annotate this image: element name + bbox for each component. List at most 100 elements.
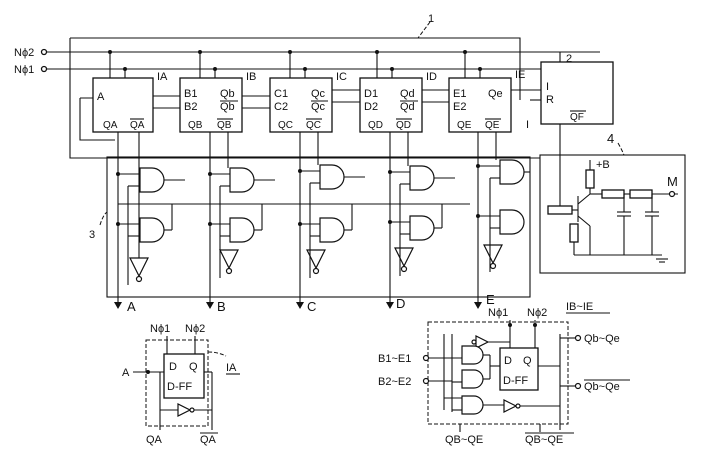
ff1a-id-label: IA — [157, 71, 168, 83]
detail-ib-phi2: Nϕ2 — [527, 307, 547, 319]
ff1b-qbar-label: QB — [217, 120, 232, 131]
ff2-external-i-label: I — [526, 119, 529, 131]
bus-outputs — [114, 297, 482, 309]
leader-4 — [617, 142, 625, 156]
supply-label-plus-b: +B — [596, 159, 610, 171]
detail-ia-qabar: QA — [200, 434, 217, 446]
inverter-d — [394, 247, 414, 268]
ff1c-qbar-label: QC — [306, 120, 321, 131]
inverter-e — [483, 244, 503, 265]
and-gate-a-lower — [139, 217, 165, 243]
leader-1 — [417, 21, 431, 39]
ff1c-q-label: QC — [278, 120, 293, 131]
detail-ia-d: D — [169, 361, 177, 373]
inverter-a — [129, 257, 149, 278]
ref-number-4: 4 — [607, 131, 614, 146]
detail-ia-outline — [145, 339, 209, 427]
and-gate-e-lower — [499, 209, 525, 235]
input-label-nphi1: Nϕ1 — [14, 64, 34, 76]
input-terminal-nphi2 — [40, 48, 48, 56]
and-gate-b-lower — [229, 217, 255, 243]
and-gate-c-lower — [319, 217, 345, 243]
input-label-nphi2: Nϕ2 — [14, 47, 34, 59]
ff1d-q-label: QD — [368, 120, 383, 131]
detail-ib-dff-label: D-FF — [503, 375, 528, 387]
ff1d-qbar-label: QD — [396, 120, 411, 131]
flip-flop-1e — [448, 77, 512, 133]
ff1c-in2-label: C2 — [274, 101, 288, 113]
flip-flop-1a — [92, 77, 154, 133]
leader-3 — [99, 211, 108, 226]
bus-label-d: D — [396, 296, 405, 311]
detail-ia: Nϕ1 Nϕ2 D Q D-FF A QA QA IA — [122, 323, 240, 446]
ff1d-out2-label: Qd — [400, 101, 415, 113]
gate-column-a — [116, 132, 185, 297]
gate-column-e — [476, 132, 530, 297]
bus-label-e: E — [486, 292, 495, 307]
ff1a-input-wire — [79, 97, 115, 141]
ff1e-q-label: QE — [457, 120, 472, 131]
ref-number-1: 1 — [428, 13, 434, 25]
detail-ia-phi1: Nϕ1 — [150, 323, 170, 335]
gate-column-b — [208, 132, 275, 297]
ff1a-q-label: QA — [103, 120, 118, 131]
ff1d-in2-label: D2 — [364, 101, 378, 113]
bus-label-c: C — [307, 299, 316, 314]
detail-ia-qa: QA — [146, 434, 163, 446]
ff2-r-label: R — [546, 94, 554, 106]
ff1b-out1-label: Qb — [220, 88, 235, 100]
output-circuit-4: +B M — [547, 124, 678, 263]
detail-ib-q: Q — [523, 355, 532, 367]
ff1b-id-label: IB — [246, 71, 256, 83]
and-gate-c-upper — [319, 164, 345, 190]
inverter-b — [219, 249, 239, 270]
and-gate-d-upper — [409, 165, 435, 191]
detail-ib-qb: QB~QE — [445, 434, 483, 446]
detail-ia-input-a: A — [122, 367, 130, 379]
ff2-qf-label: QF — [570, 112, 584, 123]
ff1b-in1-label: B1 — [184, 88, 197, 100]
flip-flop-1d — [359, 77, 423, 133]
gate-column-d — [388, 132, 455, 297]
ff1e-id-label: IE — [515, 69, 525, 81]
detail-ia-phi2: Nϕ2 — [185, 323, 205, 335]
ff1d-id-label: ID — [426, 71, 437, 83]
input-terminal-nphi1 — [40, 65, 48, 73]
clock-taps — [108, 50, 581, 78]
output-label-m: M — [667, 174, 678, 189]
ff1d-in1-label: D1 — [364, 88, 378, 100]
flip-flop-1b — [179, 77, 243, 133]
flip-flop-2 — [540, 61, 614, 125]
detail-ib-in2: B2~E2 — [378, 376, 411, 388]
ff1e-in2-label: E2 — [453, 101, 466, 113]
ff1b-out2-label: Qb — [220, 101, 235, 113]
ff2-i-label: I — [546, 81, 549, 93]
detail-ib-id: IB~IE — [566, 301, 593, 313]
and-gate-a-upper — [139, 167, 165, 193]
feedback-line-left — [69, 38, 540, 159]
gate-column-c — [298, 132, 365, 297]
detail-ib-out2: Qb~Qe — [584, 381, 620, 393]
ff1d-out1-label: Qd — [400, 88, 415, 100]
and-gate-b-upper — [229, 167, 255, 193]
ff1c-out1-label: Qc — [311, 88, 326, 100]
detail-ib-in1: B1~E1 — [378, 353, 411, 365]
and-gate-e-upper — [499, 159, 525, 185]
detail-ib-out1: Qb~Qe — [584, 333, 620, 345]
detail-ib-d: D — [504, 355, 512, 367]
and-gate-d-lower — [409, 215, 435, 241]
output-circuit-4-outline — [539, 154, 686, 274]
bus-label-b: B — [217, 299, 226, 314]
flip-flop-1c — [269, 77, 333, 133]
ff1c-id-label: IC — [336, 71, 347, 83]
gate-array-3-outline — [106, 156, 531, 298]
detail-ia-dff-label: D-FF — [167, 381, 192, 393]
stage-interconnect — [153, 89, 541, 109]
ff1b-in2-label: B2 — [184, 101, 197, 113]
ff1c-out2-label: Qc — [311, 101, 326, 113]
bus-label-a: A — [127, 299, 136, 314]
ff1c-in1-label: C1 — [274, 88, 288, 100]
detail-ib-qbbar: QB~QE — [525, 434, 563, 446]
